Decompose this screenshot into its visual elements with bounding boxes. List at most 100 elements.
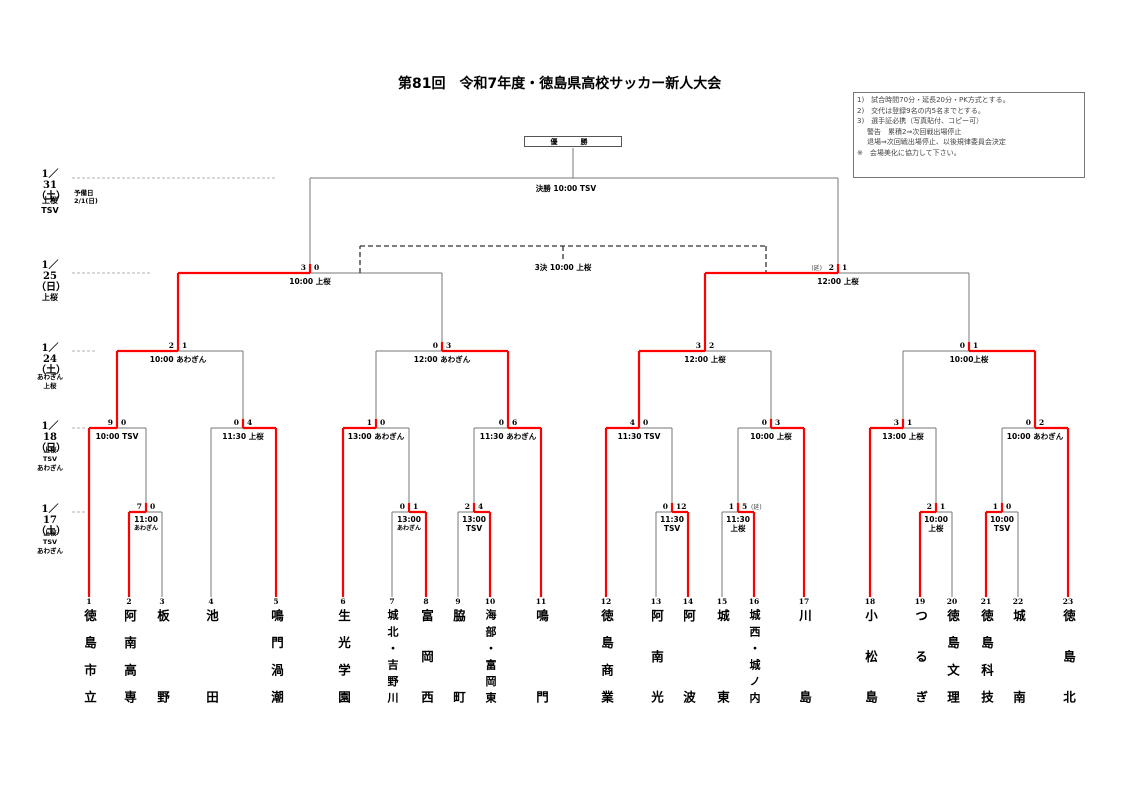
score-right: 0 — [150, 502, 155, 511]
match-time-venue: 10:00 あわぎん — [1007, 431, 1064, 441]
match-time: 13:00 — [462, 515, 486, 524]
note-1: 1) 試合時間70分・延長20分・PK方式とする。 — [857, 96, 1010, 104]
team-name: つるぎ — [913, 609, 928, 703]
venues-semifinal: 上桜 — [36, 293, 64, 302]
team-name: 城南 — [1011, 609, 1026, 703]
date-label: 1／18 — [41, 421, 59, 443]
team-name: 徳島商業 — [599, 609, 614, 703]
score-right: 0 — [643, 418, 648, 427]
score-left: 0 — [1026, 418, 1031, 427]
score-left: 2 — [169, 341, 174, 350]
final-label: 決勝 10:00 TSV — [536, 183, 597, 193]
date-round2: 1／18 （日） — [36, 421, 66, 454]
match-time-venue: 12:00 あわぎん — [414, 354, 471, 364]
date-final: 1／31 （土） — [36, 169, 66, 202]
match-venue: 上桜 — [731, 523, 746, 533]
match-time-venue: 13:00 あわぎん — [348, 431, 405, 441]
team-name: 阿波 — [681, 609, 696, 703]
venues-round1: 上桜 TSV あわぎん — [30, 529, 70, 556]
match-time: 13:00 — [397, 515, 421, 524]
score-right: 0 — [1006, 502, 1011, 511]
reserve-label: 予備日 — [74, 189, 94, 197]
team-name: 城北・吉野川 — [386, 609, 399, 703]
team-number: 19 — [914, 597, 926, 606]
day-label: （土） — [36, 191, 66, 202]
team-name: 池田 — [204, 609, 219, 703]
team-number: 6 — [340, 597, 346, 606]
day-label: （土） — [36, 365, 66, 376]
team-name: 川島 — [797, 609, 812, 703]
date-quarterfinal: 1／24 （土） — [36, 343, 66, 376]
team-number: 23 — [1062, 597, 1074, 606]
score-right: 4 — [247, 418, 252, 427]
team-name: 海部・富岡東 — [484, 609, 497, 703]
team-number: 18 — [864, 597, 876, 606]
team-name: 徳島科技 — [979, 609, 994, 703]
match-time: 11:30 — [726, 515, 750, 524]
date-guides — [72, 177, 276, 513]
score-right: 0 — [121, 418, 126, 427]
team-name: 脇町 — [451, 609, 466, 703]
venue-label: 上桜 — [42, 293, 58, 302]
team-number: 7 — [389, 597, 395, 606]
note-4: 警告 累積2⇒次回戦出場停止 — [867, 127, 962, 136]
team-number: 20 — [946, 597, 958, 606]
score-left: 7 — [137, 502, 142, 511]
reserve-day: 予備日 2/1(日) — [74, 189, 98, 205]
score-left: 1 — [993, 502, 998, 511]
team-name: 鳴門 — [534, 609, 549, 703]
team-number: 5 — [273, 597, 279, 606]
day-label: （日） — [36, 282, 66, 293]
match-time-venue: 10:00 あわぎん — [150, 354, 207, 364]
score-left: 2 — [829, 263, 834, 272]
score-left: 3 — [301, 263, 306, 272]
score-left: 3 — [894, 418, 899, 427]
team-name: 富岡西 — [419, 609, 434, 703]
rules-notes-box: 1) 試合時間70分・延長20分・PK方式とする。 2) 交代は登録9名の内5名… — [853, 92, 1085, 178]
score-right: 1 — [907, 418, 912, 427]
team-number: 2 — [126, 597, 132, 606]
team-number: 9 — [455, 597, 461, 606]
score-left: 0 — [433, 341, 438, 350]
venue-label: TSV — [42, 455, 58, 463]
team-number: 10 — [484, 597, 496, 606]
date-round1: 1／17 （土） — [36, 504, 66, 537]
score-left: 2 — [465, 502, 470, 511]
score-left: 1 — [729, 502, 734, 511]
team-name: 徳島北 — [1061, 609, 1076, 703]
note-2: 2) 交代は登録9名の内5名までとする。 — [857, 106, 985, 115]
team-number: 3 — [159, 597, 165, 606]
extra-time-note: (延) — [751, 503, 762, 511]
team-number: 22 — [1012, 597, 1024, 606]
day-label: （日） — [36, 443, 66, 454]
team-number: 4 — [208, 597, 214, 606]
score-left: 2 — [927, 502, 932, 511]
score-right: 0 — [380, 418, 385, 427]
team-number: 21 — [980, 597, 992, 606]
score-right: 1 — [413, 502, 418, 511]
team-name: 城東 — [715, 609, 730, 703]
extra-time-note: (延) — [811, 264, 822, 272]
score-left: 0 — [499, 418, 504, 427]
score-right: 1 — [973, 341, 978, 350]
match-time-venue: 10:00 上桜 — [750, 431, 792, 441]
venue-label: TSV — [42, 538, 58, 546]
match-time: 10:00 — [924, 515, 948, 524]
match-time: 11:00 — [134, 515, 158, 524]
team-name: 小松島 — [863, 609, 878, 703]
score-right: 2 — [1039, 418, 1044, 427]
match-time-venue: 10:00 上桜 — [289, 276, 331, 286]
match-time: 11:30 — [660, 515, 684, 524]
venue-label: あわぎん — [37, 464, 63, 472]
team-number: 17 — [798, 597, 810, 606]
date-semifinal: 1／25 （日） — [36, 260, 66, 293]
date-label: 1／31 — [41, 169, 59, 191]
venue-label: あわぎん — [37, 547, 63, 555]
match-time-venue: 12:00 上桜 — [684, 354, 726, 364]
team-name: 板野 — [155, 609, 170, 703]
match-time-venue: 11:30 あわぎん — [480, 431, 537, 441]
match-venue: TSV — [466, 524, 483, 533]
venue-label: 上桜 — [43, 382, 57, 390]
score-left: 0 — [960, 341, 965, 350]
